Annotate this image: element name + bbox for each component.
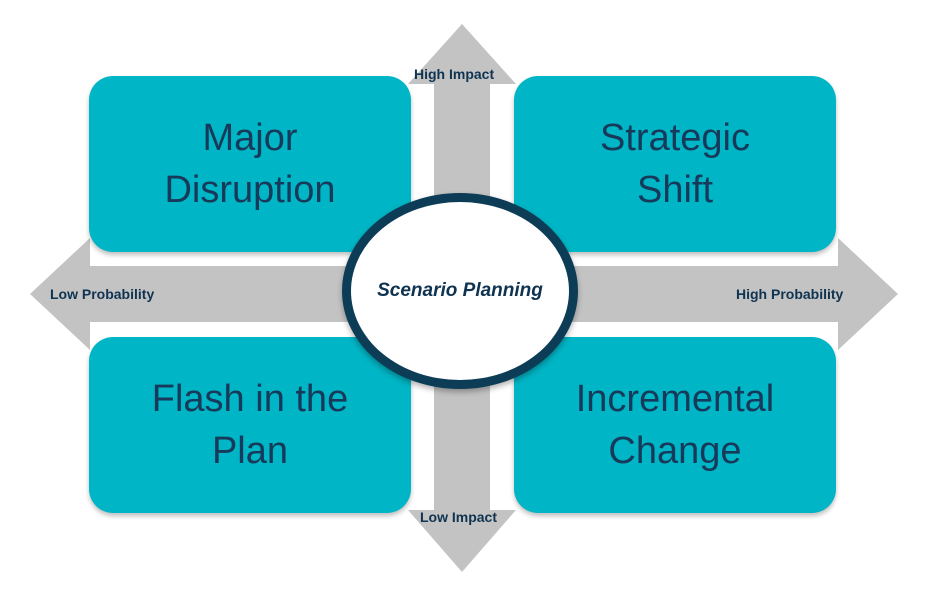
quadrant-title-line1: Strategic [600, 117, 750, 159]
axis-label-high-probability: High Probability [736, 286, 844, 302]
quadrant-flash-in-the-plan: Flash in the Plan [89, 337, 411, 513]
quadrant-title-line1: Flash in the [151, 378, 349, 420]
quadrant-title-line1: Major [202, 117, 298, 159]
center-label: Scenario Planning [377, 280, 543, 301]
axis-label-low-probability: Low Probability [50, 286, 155, 302]
quadrant-title-line2: Change [608, 430, 742, 472]
axis-label-low-impact: Low Impact [420, 509, 498, 525]
quadrant-strategic-shift: Strategic Shift [514, 76, 836, 252]
quadrant-title-line2: Plan [211, 430, 289, 472]
quadrant-title-line2: Disruption [164, 169, 336, 211]
quadrant-major-disruption: Major Disruption [89, 76, 411, 252]
center-circle: Scenario Planning [342, 193, 578, 389]
axis-label-high-impact: High Impact [414, 66, 495, 82]
quadrant-title-line1: Incremental [575, 378, 775, 420]
quadrant-incremental-change: Incremental Change [514, 337, 836, 513]
quadrant-title-line2: Shift [636, 169, 714, 211]
